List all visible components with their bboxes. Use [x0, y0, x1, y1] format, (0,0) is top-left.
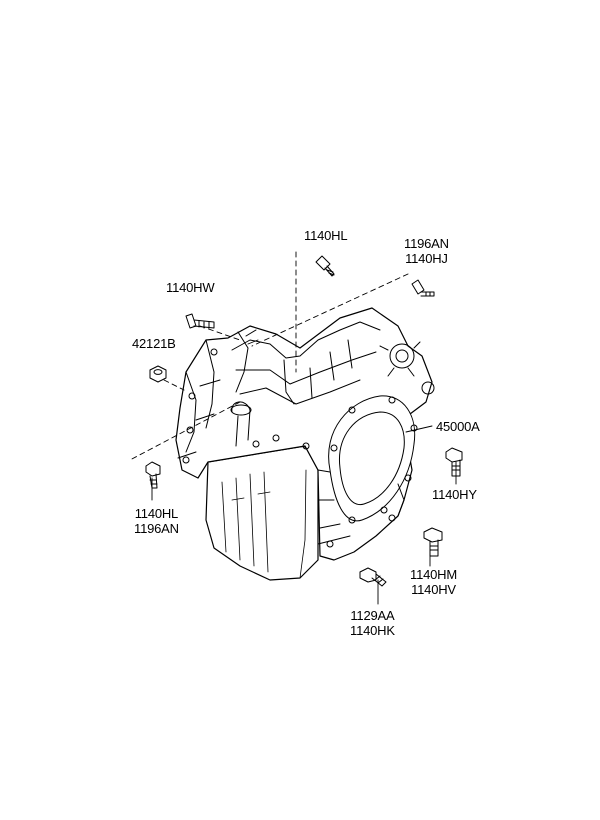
- label-1140hl-1196an: 1140HL 1196AN: [134, 506, 179, 536]
- cover-bolt: [348, 406, 356, 414]
- oil-pan-ribs: [221, 471, 271, 573]
- label-1140hm-1140hv: 1140HM 1140HV: [410, 567, 457, 597]
- label-text: 1140HJ: [405, 251, 448, 266]
- mount-hole: [186, 426, 194, 434]
- cover-bolt: [404, 474, 412, 482]
- case-bolt: [272, 434, 280, 442]
- oil-pan: [205, 445, 319, 581]
- label-text: 1196AN: [134, 521, 179, 536]
- valve-linkage: [235, 329, 353, 405]
- label-1140hw: 1140HW: [166, 280, 215, 295]
- label-text: 1129AA: [350, 608, 395, 623]
- flange-tabs: [379, 341, 421, 377]
- case-bolt: [252, 440, 260, 448]
- label-45000a: 45000A: [436, 419, 480, 434]
- cover-bolt: [410, 424, 418, 432]
- side-boss: [421, 381, 435, 395]
- bolt-1196an-1140hj: [411, 279, 435, 297]
- case-ribs: [317, 469, 405, 545]
- label-text: 1140HW: [166, 280, 215, 295]
- output-flange-inner: [395, 349, 409, 363]
- label-text: 42121B: [132, 336, 176, 351]
- label-text: 45000A: [436, 419, 480, 434]
- mount-hole: [210, 348, 218, 356]
- mount-hole: [188, 392, 196, 400]
- bolt-1140hl-1196an-lower: [145, 461, 161, 489]
- case-bolt: [326, 540, 334, 548]
- nut-42121b: [149, 365, 167, 383]
- label-text: 1140HL: [304, 228, 348, 243]
- label-text: 1140HL: [134, 506, 179, 521]
- cover-bolt: [388, 396, 396, 404]
- cover-bolt: [348, 516, 356, 524]
- bolt-1140hl-top: [315, 255, 335, 277]
- filler-cap: [230, 404, 252, 416]
- label-1196an-1140hj: 1196AN 1140HJ: [404, 236, 449, 266]
- cover-bolt: [330, 444, 338, 452]
- label-1140hy: 1140HY: [432, 487, 477, 502]
- case-bolt: [302, 442, 310, 450]
- bolt-1129aa-1140hk: [359, 567, 387, 587]
- cover-bolt: [380, 506, 388, 514]
- valve-body: [231, 321, 381, 405]
- label-1129aa-1140hk: 1129AA 1140HK: [350, 608, 395, 638]
- transmission-assembly: [175, 307, 435, 581]
- case-bolt: [388, 514, 396, 522]
- bell-housing-left: [177, 339, 221, 459]
- bolt-1140hm-1140hv: [423, 527, 443, 557]
- label-42121b: 42121B: [132, 336, 176, 351]
- label-text: 1140HV: [411, 582, 456, 597]
- label-text: 1196AN: [404, 236, 449, 251]
- side-cover-ring: [339, 411, 405, 506]
- output-flange: [389, 343, 415, 369]
- bolt-1140hw: [185, 313, 215, 329]
- label-text: 1140HK: [350, 623, 395, 638]
- label-text: 1140HY: [432, 487, 477, 502]
- label-text: 1140HM: [410, 567, 457, 582]
- label-1140hl-top: 1140HL: [304, 228, 348, 243]
- bolt-1140hy: [445, 447, 463, 477]
- mount-hole: [182, 456, 190, 464]
